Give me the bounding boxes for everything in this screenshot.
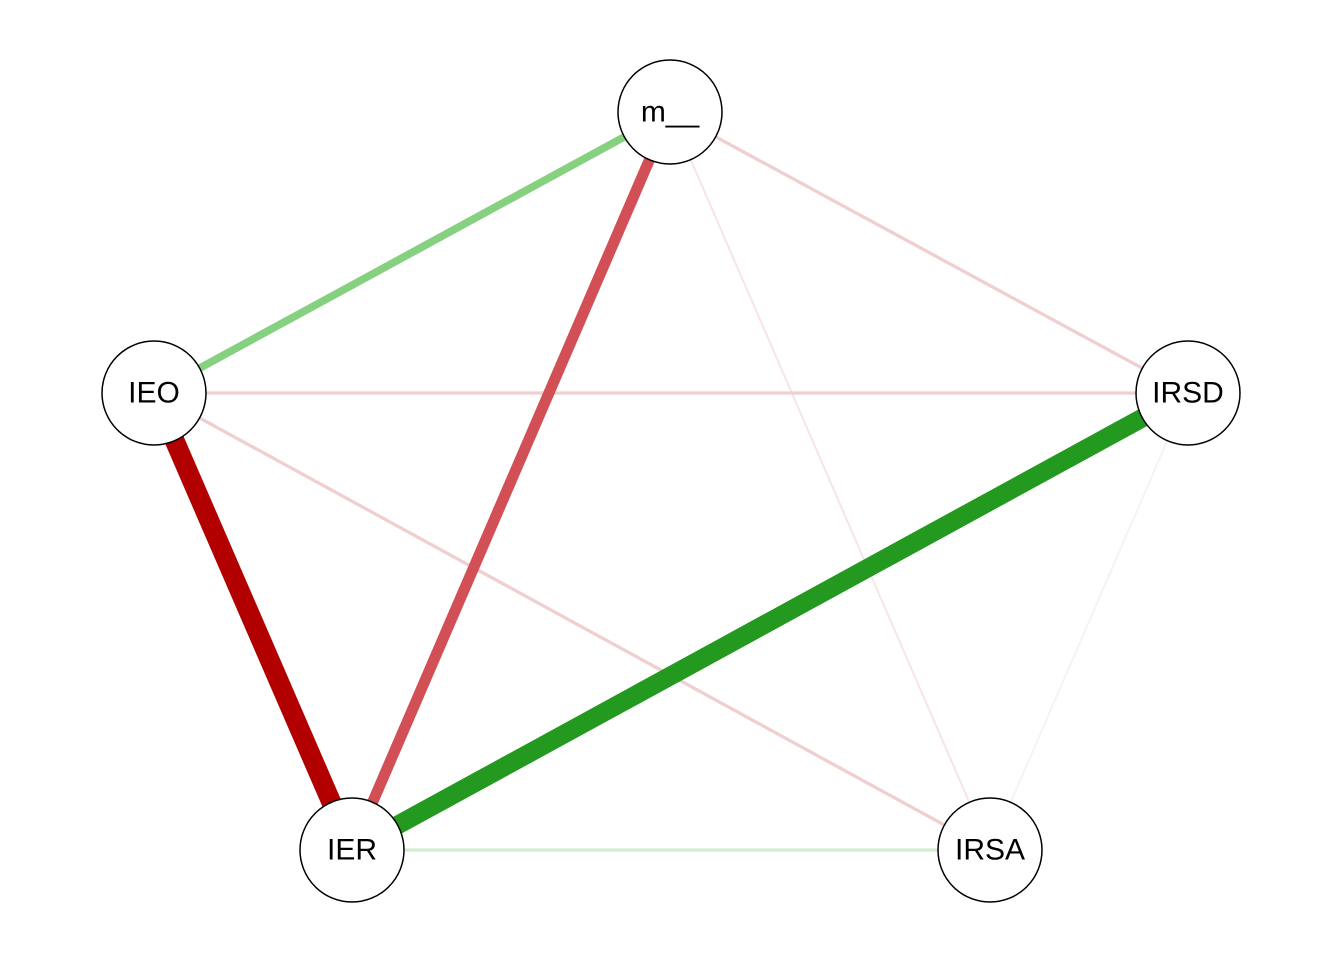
node-label: m__ bbox=[641, 96, 701, 129]
node-irsd: IRSD bbox=[1135, 340, 1241, 446]
node-circle bbox=[299, 797, 405, 903]
node-circle bbox=[937, 797, 1043, 903]
node-circle bbox=[1135, 340, 1241, 446]
edge-m-irsa bbox=[669, 111, 991, 851]
edge-ieo-ier bbox=[144, 389, 362, 854]
edge-ier-irsd bbox=[347, 384, 1193, 859]
nodes-layer: m__ IEO IRSD IER IRSA bbox=[101, 59, 1241, 903]
node-label: IRSD bbox=[1152, 377, 1224, 410]
node-circle bbox=[101, 340, 207, 446]
node-circle bbox=[617, 59, 723, 165]
node-ieo: IEO bbox=[101, 340, 207, 446]
node-label: IEO bbox=[128, 377, 180, 410]
edge-m-ier bbox=[346, 109, 676, 853]
edges-layer bbox=[144, 108, 1193, 859]
node-m: m__ bbox=[617, 59, 723, 165]
edge-ieo-irsa bbox=[153, 391, 991, 852]
node-irsa: IRSA bbox=[937, 797, 1043, 903]
node-label: IRSA bbox=[955, 834, 1025, 867]
edge-irsd-irsa bbox=[989, 392, 1189, 851]
node-ier: IER bbox=[299, 797, 405, 903]
edge-m-irsd bbox=[669, 110, 1189, 395]
edge-m-ieo bbox=[152, 108, 672, 397]
node-label: IER bbox=[327, 834, 377, 867]
